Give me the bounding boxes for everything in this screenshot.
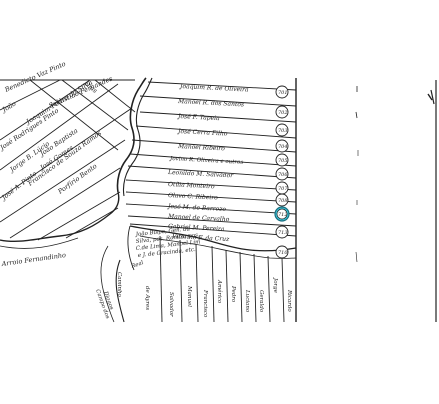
parcel-number-marker[interactable]: 708 bbox=[275, 193, 289, 207]
left-label: João bbox=[0, 100, 17, 115]
right-edge-fragments bbox=[355, 80, 437, 322]
parcel-owner: José Cerra Filho bbox=[176, 128, 228, 138]
river-label: Arroio Fernandinho bbox=[0, 251, 66, 268]
bottom-label: Caminho bbox=[116, 272, 122, 298]
bottom-label: Luciano bbox=[244, 289, 250, 313]
parcel-owner: Manoel de Carvalho bbox=[167, 213, 230, 223]
parcel-number-marker[interactable]: 710 bbox=[275, 245, 289, 259]
parcel-number-marker[interactable]: 707 bbox=[275, 181, 289, 195]
parcel-number: 707 bbox=[278, 186, 288, 192]
parcel-number: 703 bbox=[278, 128, 288, 134]
parcel-number: 704 bbox=[278, 144, 288, 150]
parcel-number-marker[interactable]: 702 bbox=[275, 105, 289, 119]
bottom-vertical-labels: Caminho Real de Ayres Salvador Manuel Fr… bbox=[116, 260, 292, 318]
parcel-number-marker[interactable]: 705 bbox=[275, 153, 289, 167]
parcel-number: 713 bbox=[278, 230, 288, 236]
bottom-label: Pedro bbox=[230, 285, 236, 303]
bottom-label: Ricardo bbox=[286, 289, 292, 312]
parcel-owner: Olavo C. Ribeiro bbox=[168, 192, 218, 202]
bottom-label: Francisco bbox=[202, 289, 208, 318]
parcel-owner: Leonildo M. Salvador bbox=[167, 169, 234, 180]
parcel-number: 702 bbox=[278, 110, 288, 116]
parcel-number: 710 bbox=[278, 250, 288, 256]
bottom-label: Américo bbox=[216, 279, 223, 304]
parcel-owner: José M. de Barrozo bbox=[166, 203, 227, 213]
parcel-number-marker[interactable]: 712 bbox=[274, 206, 290, 222]
bottom-label: Real bbox=[130, 260, 145, 270]
parcel-numbers: 701 702 703 704 705 706 707 708 bbox=[274, 85, 290, 259]
parcel-owner: José F. Tapeia bbox=[176, 113, 220, 122]
parcel-number: 706 bbox=[278, 172, 288, 178]
parcel-owners: Joaquim R. de Oliveira Manoel R. dos San… bbox=[166, 83, 249, 243]
bottom-region bbox=[100, 225, 285, 323]
parcel-number: 708 bbox=[278, 198, 288, 204]
parcel-number-marker[interactable]: 713 bbox=[275, 225, 289, 239]
parcel-number: 705 bbox=[278, 158, 288, 164]
bottom-label: de Ayres bbox=[144, 286, 150, 310]
parcel-number-marker[interactable]: 704 bbox=[275, 139, 289, 153]
parcel-owner: Otília Monteiro bbox=[168, 181, 215, 190]
left-region bbox=[0, 77, 153, 249]
parcel-number: 701 bbox=[278, 90, 288, 96]
parcel-number-marker[interactable]: 706 bbox=[275, 167, 289, 181]
parcel-owner: Joaquim R. de Oliveira bbox=[178, 83, 249, 94]
bottom-label: Manuel bbox=[186, 285, 192, 307]
parcel-owner: Jovino R. Oliveira e outros bbox=[169, 156, 244, 166]
parcel-number-marker[interactable]: 701 bbox=[275, 85, 289, 99]
parcel-owner: Gabriel M. Pereira bbox=[168, 223, 225, 233]
parcel-owner: Manoel R. dos Santos bbox=[177, 98, 244, 108]
parcel-number-highlighted: 712 bbox=[278, 212, 288, 218]
parcel-number-marker[interactable]: 703 bbox=[275, 123, 289, 137]
bottom-label: Jorge bbox=[272, 277, 278, 294]
bottom-label: Salvador bbox=[168, 292, 174, 317]
parcel-owner: Vitorino F. da Cruz bbox=[172, 233, 230, 243]
left-label: Benedicto Vaz Pinto bbox=[3, 60, 67, 94]
bottom-label: Geraldo bbox=[258, 290, 264, 313]
parcel-owner: Manoel Ribeiro bbox=[177, 143, 225, 153]
parcel-region bbox=[125, 78, 297, 322]
left-label: Porfírio Bento bbox=[56, 162, 99, 196]
